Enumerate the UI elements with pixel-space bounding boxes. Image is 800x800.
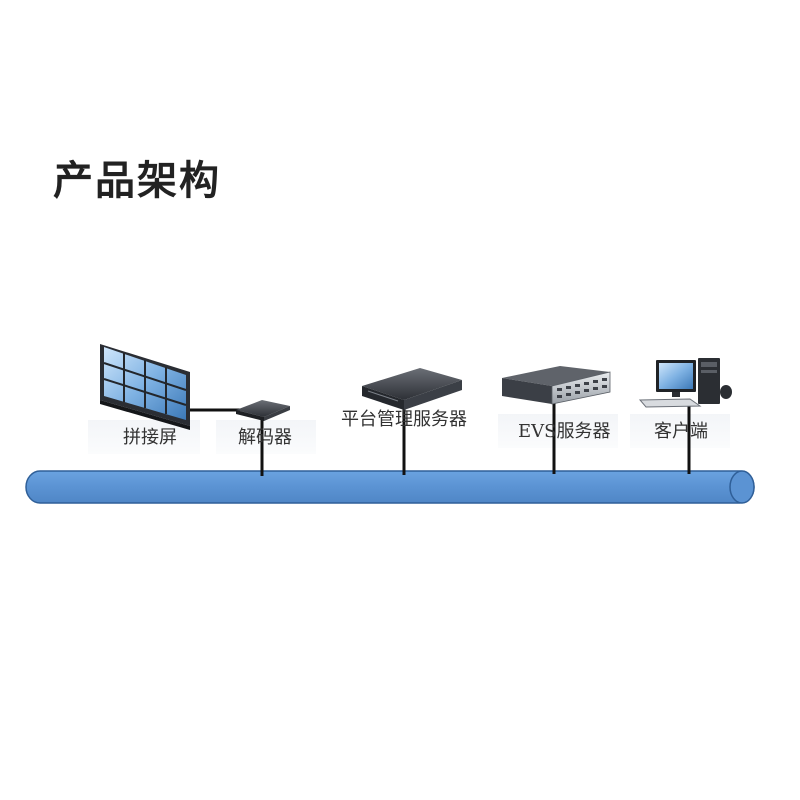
- node-label-decoder: 解码器: [238, 427, 292, 448]
- node-label-evs-server: EVS服务器: [518, 421, 611, 442]
- label-background: [498, 414, 618, 448]
- node-label-video-wall: 拼接屏: [123, 427, 177, 448]
- network-bus: [25, 470, 755, 504]
- page-title: 产品架构: [53, 158, 221, 204]
- video-wall-icon: [100, 344, 190, 430]
- node-label-client: 客户端: [654, 421, 708, 442]
- desktop-computer-icon: [638, 358, 732, 408]
- rack-server-1u-icon: [362, 368, 462, 410]
- label-background: [630, 414, 730, 448]
- decoder-icon: [236, 400, 290, 421]
- rack-server-2u-icon: [502, 366, 611, 405]
- label-background: [216, 420, 316, 454]
- node-label-platform-server: 平台管理服务器: [341, 409, 467, 430]
